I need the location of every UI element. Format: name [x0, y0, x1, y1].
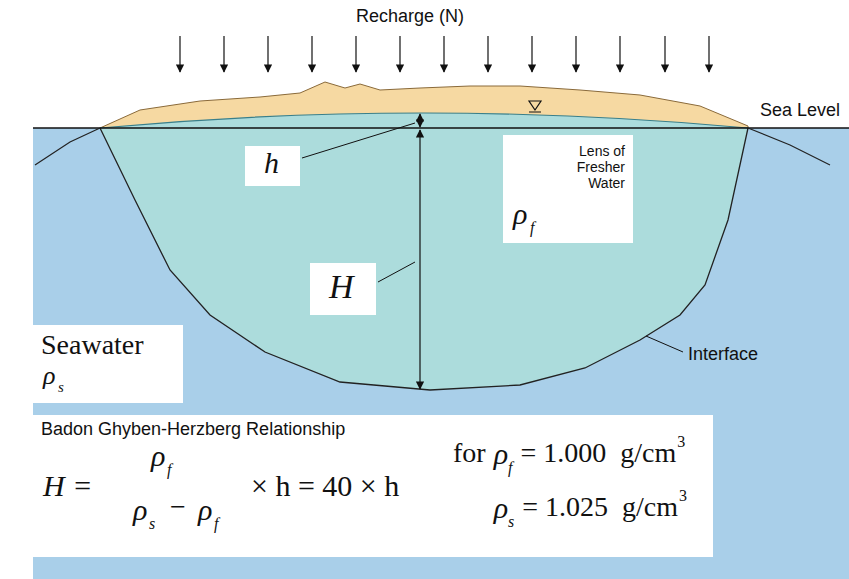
- formula-text: Lens of Fresher Water: [539, 143, 625, 191]
- dimension-label-box: h: [245, 146, 300, 186]
- formula-text: f: [214, 515, 218, 533]
- interface-label: Interface: [688, 344, 758, 365]
- formula-text: ρ: [43, 361, 55, 391]
- formula-heading: Badon Ghyben-Herzberg Relationship: [41, 419, 345, 440]
- h-dimension: [419, 114, 420, 127]
- formula-text: ρ: [494, 437, 508, 472]
- formula-text: ρ: [513, 197, 527, 232]
- leader-line: [378, 262, 415, 282]
- formula-text: f: [530, 219, 534, 237]
- formula-text: ρ: [151, 439, 165, 474]
- recharge-label: Recharge (N): [356, 6, 464, 27]
- freshwater-lens: [100, 113, 748, 390]
- water-table-symbol: [529, 112, 541, 113]
- formula-text: for: [453, 437, 486, 469]
- sea-level-line: [33, 127, 849, 128]
- water-table-symbol: [529, 101, 541, 110]
- formula-text: ρ: [133, 493, 147, 528]
- formula-text: = 1.000 g/cm: [521, 437, 677, 469]
- dimension-label-box: H: [310, 263, 376, 315]
- lens-label-box: Lens of Fresher Water ρf: [503, 135, 633, 243]
- H-dimension: [419, 130, 420, 389]
- seawater-label-box: Seawaterρs: [33, 325, 183, 403]
- formula-text: h: [264, 146, 279, 181]
- formula-text: 3: [679, 487, 687, 505]
- formula-text: −: [170, 491, 186, 523]
- formula-text: s: [149, 515, 155, 533]
- recharge-arrows: [180, 36, 709, 72]
- formula-box: Badon Ghyben-Herzberg RelationshipH =ρfρ…: [33, 415, 713, 557]
- formula-text: s: [508, 513, 514, 531]
- formula-text: H =: [43, 469, 92, 504]
- formula-text: f: [508, 459, 512, 477]
- interface-line: [100, 128, 748, 390]
- formula-text: ρ: [494, 491, 508, 526]
- water-table: [100, 113, 748, 128]
- seabed-slope: [748, 128, 830, 165]
- formula-text: = 1.025 g/cm: [522, 491, 678, 523]
- formula-text: s: [58, 379, 64, 396]
- formula-text: ρ: [198, 493, 212, 528]
- formula-text: 3: [677, 433, 685, 451]
- formula-text: Seawater: [41, 329, 144, 361]
- leader-line: [646, 336, 683, 352]
- formula-text: f: [167, 461, 171, 479]
- leader-line: [302, 123, 415, 158]
- formula-text: H: [329, 267, 354, 306]
- sea-level-label: Sea Level: [760, 100, 840, 121]
- seabed-slope: [35, 128, 100, 165]
- formula-text: × h = 40 × h: [251, 469, 399, 504]
